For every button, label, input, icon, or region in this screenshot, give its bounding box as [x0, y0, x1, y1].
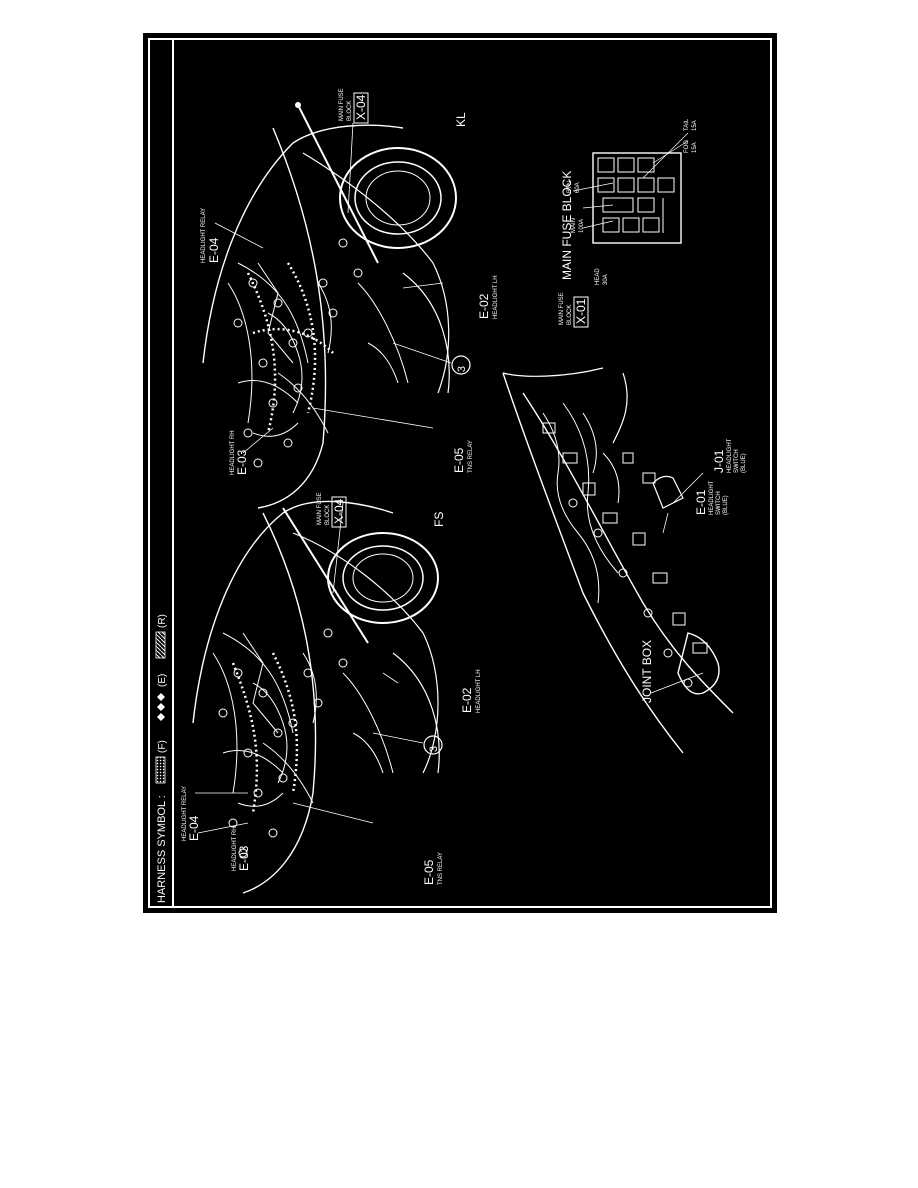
fuse-block-caption-1: MAIN FUSE	[559, 292, 565, 325]
legend-swatch-e	[157, 693, 165, 721]
fs-headlight-relay-callout: HEADLIGHT RELAY E-04	[182, 786, 201, 841]
kl-headlight-lh-caption: HEADLIGHT LH	[493, 275, 499, 319]
kl-headlight-lh-code: E-02	[477, 293, 491, 319]
fuse-block-x01-callout: MAIN FUSE BLOCK X-01	[559, 292, 589, 328]
legend-swatch-r	[155, 631, 166, 659]
j01-switch-code: J-01	[712, 449, 726, 473]
j01-switch-caption-1: HEADLIGHT	[727, 438, 733, 473]
kl-main-fuse-callout: MAIN FUSE BLOCK X-04	[339, 88, 369, 124]
legend-label-e: (E)	[157, 674, 168, 687]
e01-switch-callout: E-01 HEADLIGHT SWITCH (BLUE)	[694, 480, 729, 515]
legend-label-f: (F)	[157, 740, 168, 753]
fs-headlight-lh-caption: HEADLIGHT LH	[476, 669, 482, 713]
fuse-block-title: MAIN FUSE BLOCK	[560, 171, 574, 280]
kl-tns-relay-code: E-05	[452, 447, 466, 473]
fs-tns-relay-code: E-05	[422, 859, 436, 885]
joint-box-label: JOINT BOX	[640, 640, 654, 703]
kl-headlight-relay-caption: HEADLIGHT RELAY	[201, 208, 207, 263]
kl-headlight-relay-callout: HEADLIGHT RELAY E-04	[201, 208, 221, 263]
fs-variant-text: FS	[432, 512, 446, 527]
wiring-diagram-panel: HARNESS SYMBOL : (F) (E) (R)	[143, 33, 777, 913]
kl-headlight-relay-code: E-04	[207, 237, 221, 263]
fs-headlight-relay-caption: HEADLIGHT RELAY	[182, 786, 188, 841]
kl-main-fuse-caption-1: MAIN FUSE	[339, 88, 345, 121]
kl-headlight-rh-code: E-03	[235, 449, 249, 475]
fs-variant-label: FS	[432, 512, 446, 527]
kl-main-fuse-code: X-04	[354, 94, 368, 120]
wiring-diagram-svg: HARNESS SYMBOL : (F) (E) (R)	[148, 38, 772, 908]
fs-headlight-rh-caption: HEADLIGHT RH	[232, 826, 238, 871]
j01-switch-caption-2: SWITCH	[734, 449, 740, 473]
fs-main-fuse-code: X-04	[332, 498, 346, 524]
fs-circle-ref: 3	[428, 746, 440, 752]
fuse-fog-label: FOG	[684, 140, 690, 153]
fuse-fog-amp: 15A	[692, 142, 698, 153]
fs-main-fuse-callout: MAIN FUSE BLOCK X-04	[317, 492, 347, 528]
j01-switch-caption-3: (BLUE)	[741, 453, 747, 473]
fuse-tail-label: TAIL	[684, 118, 690, 131]
main-fuse-block-detail: MAIN FUSE BLOCK MAIN FUSE BLOCK X-01 HEA…	[559, 118, 698, 328]
harness-symbol-label: HARNESS SYMBOL :	[156, 795, 168, 903]
fs-headlight-lh-code: E-02	[460, 687, 474, 713]
fs-main-fuse-caption-2: BLOCK	[325, 505, 331, 525]
fs-headlight-rh-code: E-03	[237, 845, 251, 871]
kl-headlight-lh-callout: E-02 HEADLIGHT LH	[477, 275, 499, 319]
dashboard-view: JOINT BOX E-01 HEADLIGHT SWITCH (BLUE) J…	[502, 367, 747, 754]
fuse-head-label: HEAD	[595, 268, 601, 285]
e01-switch-caption-1: HEADLIGHT	[709, 480, 715, 515]
e01-switch-caption-2: SWITCH	[716, 491, 722, 515]
kl-variant-text: KL	[454, 112, 468, 127]
fs-headlight-relay-code: E-04	[187, 815, 201, 841]
j01-switch-callout: J-01 HEADLIGHT SWITCH (BLUE)	[712, 438, 747, 473]
fs-main-fuse-caption-1: MAIN FUSE	[317, 492, 323, 525]
kl-main-fuse-caption-2: BLOCK	[347, 101, 353, 121]
fuse-head-amp: 30A	[603, 274, 609, 285]
kl-variant-label: KL	[454, 112, 468, 127]
fs-tns-relay-callout: E-05 TNS RELAY	[422, 852, 444, 885]
fuse-block-caption-2: BLOCK	[567, 305, 573, 325]
fuse-block-housing	[592, 152, 682, 244]
kl-headlight-rh-caption: HEADLIGHT RH	[230, 430, 236, 475]
fuse-btn-amp: 60A	[575, 182, 581, 193]
legend-label-r: (R)	[157, 614, 168, 628]
fuse-main-amp: 100A	[579, 219, 585, 233]
harness-symbol-legend: HARNESS SYMBOL : (F) (E) (R)	[155, 614, 168, 903]
fs-headlight-lh-callout: E-02 HEADLIGHT LH	[460, 669, 482, 713]
fuse-tail-amp: 15A	[692, 120, 698, 131]
e01-switch-caption-3: (BLUE)	[723, 495, 729, 515]
fs-tns-relay-caption: TNS RELAY	[438, 852, 444, 885]
legend-swatch-f	[155, 756, 166, 784]
kl-tns-relay-callout: E-05 TNS RELAY	[452, 440, 474, 473]
fs-headlight-rh-callout: HEADLIGHT RH E-03	[232, 826, 251, 871]
fuse-main-label: MAIN	[571, 218, 577, 233]
fuse-btn-label: BTN	[567, 181, 573, 193]
kl-headlight-rh-callout: HEADLIGHT RH E-03	[230, 430, 249, 475]
diagram-frame	[148, 38, 772, 908]
fuse-block-code: X-01	[574, 298, 588, 324]
fs-engine-bay-view: 3 HEADLIGHT RELAY E-04 HEADLIGHT RH E-03…	[182, 492, 482, 894]
kl-circle-ref: 3	[456, 366, 468, 372]
e01-switch-code: E-01	[694, 489, 708, 515]
kl-engine-bay-view: 3 HEADLIGHT RELAY E-04 HEADLIGHT RH E-03…	[201, 88, 499, 509]
kl-tns-relay-caption: TNS RELAY	[468, 440, 474, 473]
